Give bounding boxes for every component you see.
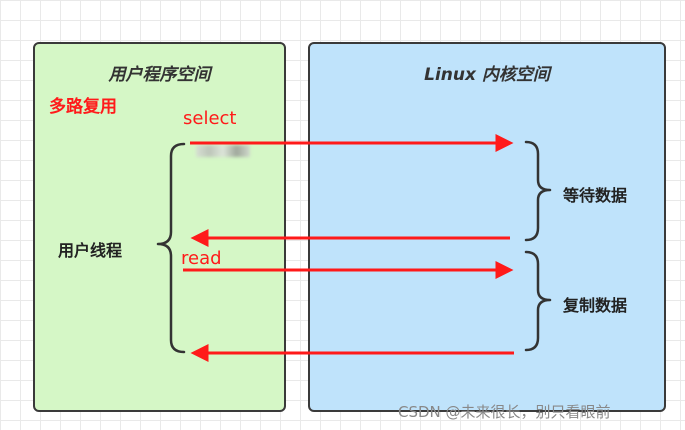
user-thread-label: 用户线程 — [58, 241, 123, 260]
copy-data-label: 复制数据 — [563, 296, 628, 315]
kernel-space-title: Linux 内核空间 — [424, 65, 550, 85]
kernel-space-panel: Linux 内核空间 — [308, 42, 666, 412]
watermark: CSDN @未来很长，别只看眼前 — [398, 403, 611, 421]
select-call-label: select — [183, 108, 237, 129]
user-thread-brace — [156, 142, 186, 354]
user-space-panel: 用户程序空间 — [33, 42, 286, 412]
read-call-label: read — [181, 248, 222, 269]
wait-data-label: 等待数据 — [563, 186, 628, 205]
wait-data-brace — [524, 140, 552, 242]
blurred-mark — [196, 145, 250, 157]
copy-data-brace — [524, 250, 552, 352]
multiplex-label: 多路复用 — [49, 97, 117, 117]
user-space-title: 用户程序空间 — [108, 65, 211, 85]
